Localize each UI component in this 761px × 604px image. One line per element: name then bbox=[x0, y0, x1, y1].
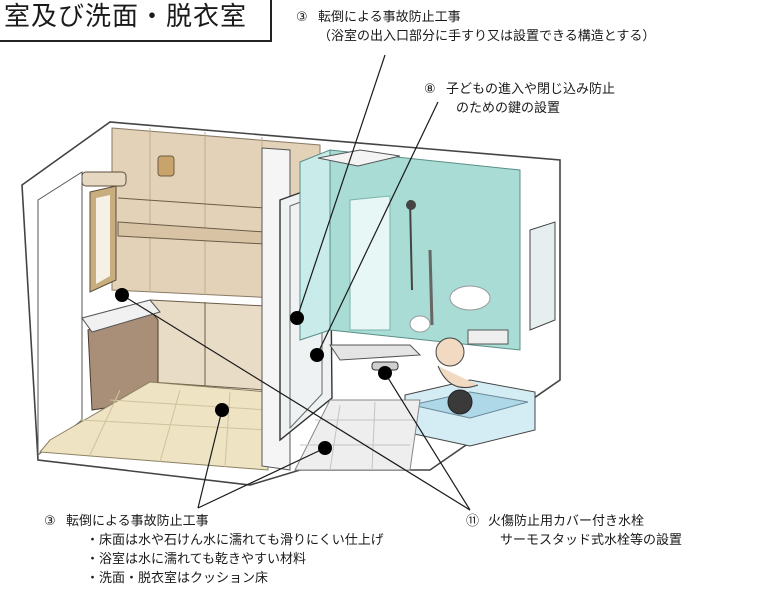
annotation-heading: 転倒による事故防止工事 bbox=[318, 10, 461, 25]
annotation-detail: サーモスタッド式水栓等の設置 bbox=[500, 533, 683, 548]
page-title: 室及び洗面・脱衣室 bbox=[0, 0, 272, 42]
annotation-heading: 子どもの進入や閉じ込み防止 bbox=[446, 82, 616, 97]
annotation-item: ・浴室は水に濡れても乾きやすい材料 bbox=[86, 552, 306, 567]
annotation-detail: のための鍵の設置 bbox=[456, 101, 561, 116]
leader-top-fall bbox=[296, 54, 386, 319]
sink bbox=[81, 299, 161, 333]
leader-bottom-fall-b bbox=[197, 447, 326, 509]
marker-dot bbox=[310, 348, 324, 362]
annotation-item: ・洗面・脱衣室はクッション床 bbox=[86, 571, 269, 586]
annotation-child-lock: ⑧ 子どもの進入や閉じ込み防止 のための鍵の設置 bbox=[424, 80, 615, 118]
annotation-number: ③ bbox=[44, 514, 56, 529]
marker-dot bbox=[290, 311, 304, 325]
marker-dot bbox=[378, 366, 392, 380]
marker-dot bbox=[318, 441, 332, 455]
marker-dot bbox=[115, 288, 129, 302]
washroom-left-wall bbox=[37, 171, 83, 457]
annotation-number: ⑧ bbox=[424, 82, 436, 97]
room-outline bbox=[21, 121, 561, 486]
parent-head bbox=[435, 337, 465, 367]
marker-dot bbox=[215, 403, 229, 417]
annotation-item: ・床面は水や石けん水に濡れても滑りにくい仕上げ bbox=[86, 533, 384, 548]
leader-bottom-fall-a bbox=[197, 409, 223, 509]
leader-faucet-a bbox=[121, 294, 471, 511]
annotation-bottom-fall: ③ 転倒による事故防止工事 ・床面は水や石けん水に濡れても滑りにくい仕上げ ・浴室… bbox=[44, 512, 384, 588]
bath-window bbox=[529, 221, 556, 331]
annotation-detail: （浴室の出入口部分に手すり又は設置できる構造とする） bbox=[318, 29, 656, 44]
annotation-top-fall: ③ 転倒による事故防止工事 （浴室の出入口部分に手すり又は設置できる構造とする） bbox=[296, 8, 655, 46]
bath-counter bbox=[329, 344, 422, 361]
vent bbox=[317, 149, 401, 167]
leader-child-lock bbox=[316, 101, 439, 356]
bath-wall-left bbox=[299, 149, 331, 341]
annotation-number: ⑪ bbox=[466, 514, 480, 529]
annotation-faucet: ⑪ 火傷防止用カバー付き水栓 サーモスタッド式水栓等の設置 bbox=[466, 512, 682, 550]
jar bbox=[157, 155, 175, 177]
cabinet bbox=[149, 299, 266, 391]
annotation-number: ③ bbox=[296, 10, 308, 25]
leader-faucet-b bbox=[384, 372, 471, 511]
lamp bbox=[81, 171, 127, 187]
annotation-heading: 転倒による事故防止工事 bbox=[66, 514, 209, 529]
control-panel bbox=[467, 329, 509, 345]
child-head bbox=[447, 389, 473, 415]
annotation-heading: 火傷防止用カバー付き水栓 bbox=[488, 514, 645, 529]
